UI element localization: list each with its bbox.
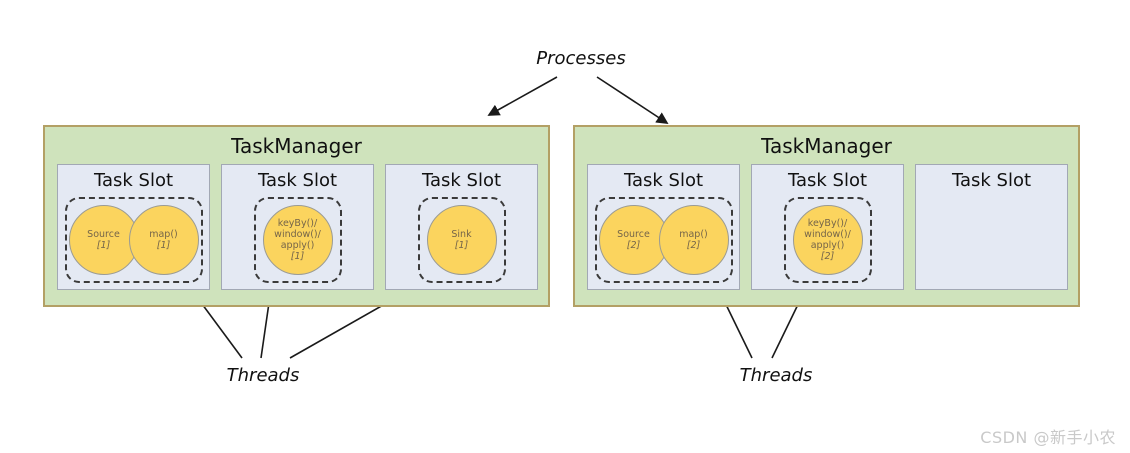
task-slot-title: Task Slot (951, 170, 1032, 191)
task-slot-1-3: Task Slot Sink [1] (385, 164, 538, 290)
task-instance: [2] (686, 240, 701, 251)
task-circle-sink: Sink [1] (426, 205, 497, 275)
task-instance: [2] (820, 251, 835, 262)
task-name: keyBy()/ window()/ apply() (274, 218, 321, 251)
task-instance: [1] (96, 240, 111, 251)
task-name: Source (87, 229, 120, 240)
processes-arrow-left (487, 76, 558, 116)
threads-label-right: Threads (739, 365, 813, 386)
taskmanager-1-slots: Task Slot Source [1] map() [1] Task Slot (45, 164, 548, 290)
task-slot-1-1: Task Slot Source [1] map() [1] (57, 164, 210, 290)
csdn-watermark: CSDN @新手小农 (980, 428, 1116, 447)
task-slot-title: Task Slot (787, 170, 868, 191)
task-name: map() (679, 229, 708, 240)
taskmanager-2-slots: Task Slot Source [2] map() [2] Task Slot (575, 164, 1078, 290)
task-instance: [1] (290, 251, 305, 262)
thread-group: Source [2] map() [2] (594, 197, 733, 283)
task-slot-title: Task Slot (623, 170, 704, 191)
processes-arrow-right (596, 76, 669, 124)
taskmanager-2-title: TaskManager (761, 134, 892, 158)
task-slot-2-3-empty: Task Slot (915, 164, 1068, 290)
thread-group: keyBy()/ window()/ apply() [2] (783, 197, 872, 283)
task-circle-map: map() [1] (128, 205, 199, 275)
taskmanager-1-title: TaskManager (231, 134, 362, 158)
task-instance: [2] (626, 240, 641, 251)
task-circle-map: map() [2] (658, 205, 729, 275)
taskmanager-2: TaskManager Task Slot Source [2] map() [… (573, 125, 1080, 307)
task-instance: [1] (454, 240, 469, 251)
task-slot-title: Task Slot (257, 170, 338, 191)
task-slot-title: Task Slot (421, 170, 502, 191)
task-slot-1-2: Task Slot keyBy()/ window()/ apply() [1] (221, 164, 374, 290)
processes-label: Processes (536, 48, 626, 69)
task-name: map() (149, 229, 178, 240)
task-slot-2-1: Task Slot Source [2] map() [2] (587, 164, 740, 290)
task-name: Source (617, 229, 650, 240)
task-name: Sink (451, 229, 472, 240)
task-slot-2-2: Task Slot keyBy()/ window()/ apply() [2] (751, 164, 904, 290)
task-circle-keyby: keyBy()/ window()/ apply() [2] (792, 205, 863, 275)
thread-group: Source [1] map() [1] (64, 197, 203, 283)
thread-group: keyBy()/ window()/ apply() [1] (253, 197, 342, 283)
thread-group: Sink [1] (417, 197, 506, 283)
task-circle-keyby: keyBy()/ window()/ apply() [1] (262, 205, 333, 275)
task-circle-source: Source [2] (598, 205, 669, 275)
task-circle-source: Source [1] (68, 205, 139, 275)
task-name: keyBy()/ window()/ apply() (804, 218, 851, 251)
task-instance: [1] (156, 240, 171, 251)
task-slot-title: Task Slot (93, 170, 174, 191)
threads-label-left: Threads (226, 365, 300, 386)
taskmanager-1: TaskManager Task Slot Source [1] map() [… (43, 125, 550, 307)
